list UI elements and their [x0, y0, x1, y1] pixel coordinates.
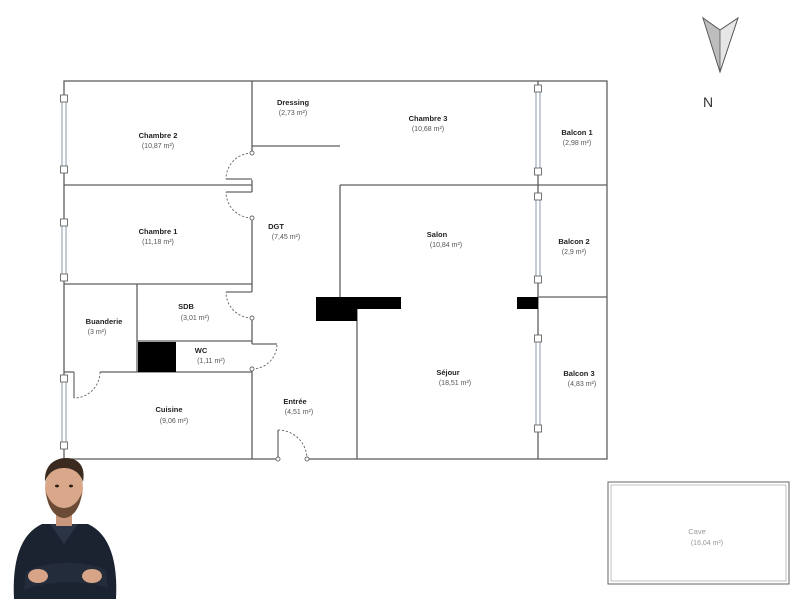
windows — [60, 84, 542, 450]
room-area-balcon2: (2,9 m²) — [562, 249, 587, 256]
room-area-chambre3: (10,68 m²) — [412, 126, 444, 133]
north-label: N — [703, 94, 714, 110]
window — [61, 221, 67, 279]
room-area-entree: (4,51 m²) — [285, 409, 313, 416]
north-arrow-icon — [702, 16, 739, 74]
room-name-dressing: Dressing — [277, 98, 310, 107]
room-area-salon: (10,84 m²) — [430, 242, 462, 249]
room-name-balcon1: Balcon 1 — [561, 128, 592, 137]
room-area-cuisine: (9,06 m²) — [160, 418, 188, 425]
window — [535, 195, 541, 281]
room-name-chambre3: Chambre 3 — [409, 114, 448, 123]
agent-portrait-icon — [13, 458, 117, 599]
room-area-chambre1: (11,18 m²) — [142, 239, 174, 246]
room-name-buanderie: Buanderie — [86, 317, 123, 326]
column-block — [316, 297, 357, 321]
doors — [73, 150, 310, 462]
room-area-cave: (16,04 m²) — [691, 540, 723, 547]
room-name-cuisine: Cuisine — [155, 405, 182, 414]
room-area-dressing: (2,73 m²) — [279, 110, 307, 117]
window — [535, 87, 541, 173]
room-name-wc: WC — [195, 346, 208, 355]
column-block — [357, 297, 401, 309]
room-name-cave: Cave — [688, 527, 706, 536]
window — [61, 377, 67, 447]
room-area-sejour: (18,51 m²) — [439, 380, 471, 387]
room-name-chambre1: Chambre 1 — [139, 227, 178, 236]
room-name-balcon2: Balcon 2 — [558, 237, 589, 246]
room-area-buanderie: (3 m²) — [88, 329, 107, 336]
cave-outline — [607, 481, 790, 585]
room-name-salon: Salon — [427, 230, 448, 239]
room-area-sdb: (3,01 m²) — [181, 315, 209, 322]
room-name-dgt: DGT — [268, 222, 284, 231]
room-area-balcon3: (4,83 m²) — [568, 381, 596, 388]
window — [61, 97, 67, 171]
structural-columns — [138, 297, 538, 372]
room-name-sdb: SDB — [178, 302, 194, 311]
room-labels: Chambre 2 (10,87 m²) Dressing (2,73 m²) … — [86, 98, 723, 547]
room-name-entree: Entrée — [283, 397, 306, 406]
column-block — [138, 342, 176, 372]
room-name-chambre2: Chambre 2 — [139, 131, 178, 140]
room-name-balcon3: Balcon 3 — [563, 369, 594, 378]
column-block — [517, 297, 538, 309]
room-area-wc: (1,11 m²) — [197, 358, 225, 365]
room-area-dgt: (7,45 m²) — [272, 234, 300, 241]
room-area-chambre2: (10,87 m²) — [142, 143, 174, 150]
room-area-balcon1: (2,98 m²) — [563, 140, 591, 147]
window — [535, 337, 541, 429]
room-name-sejour: Séjour — [436, 368, 459, 377]
